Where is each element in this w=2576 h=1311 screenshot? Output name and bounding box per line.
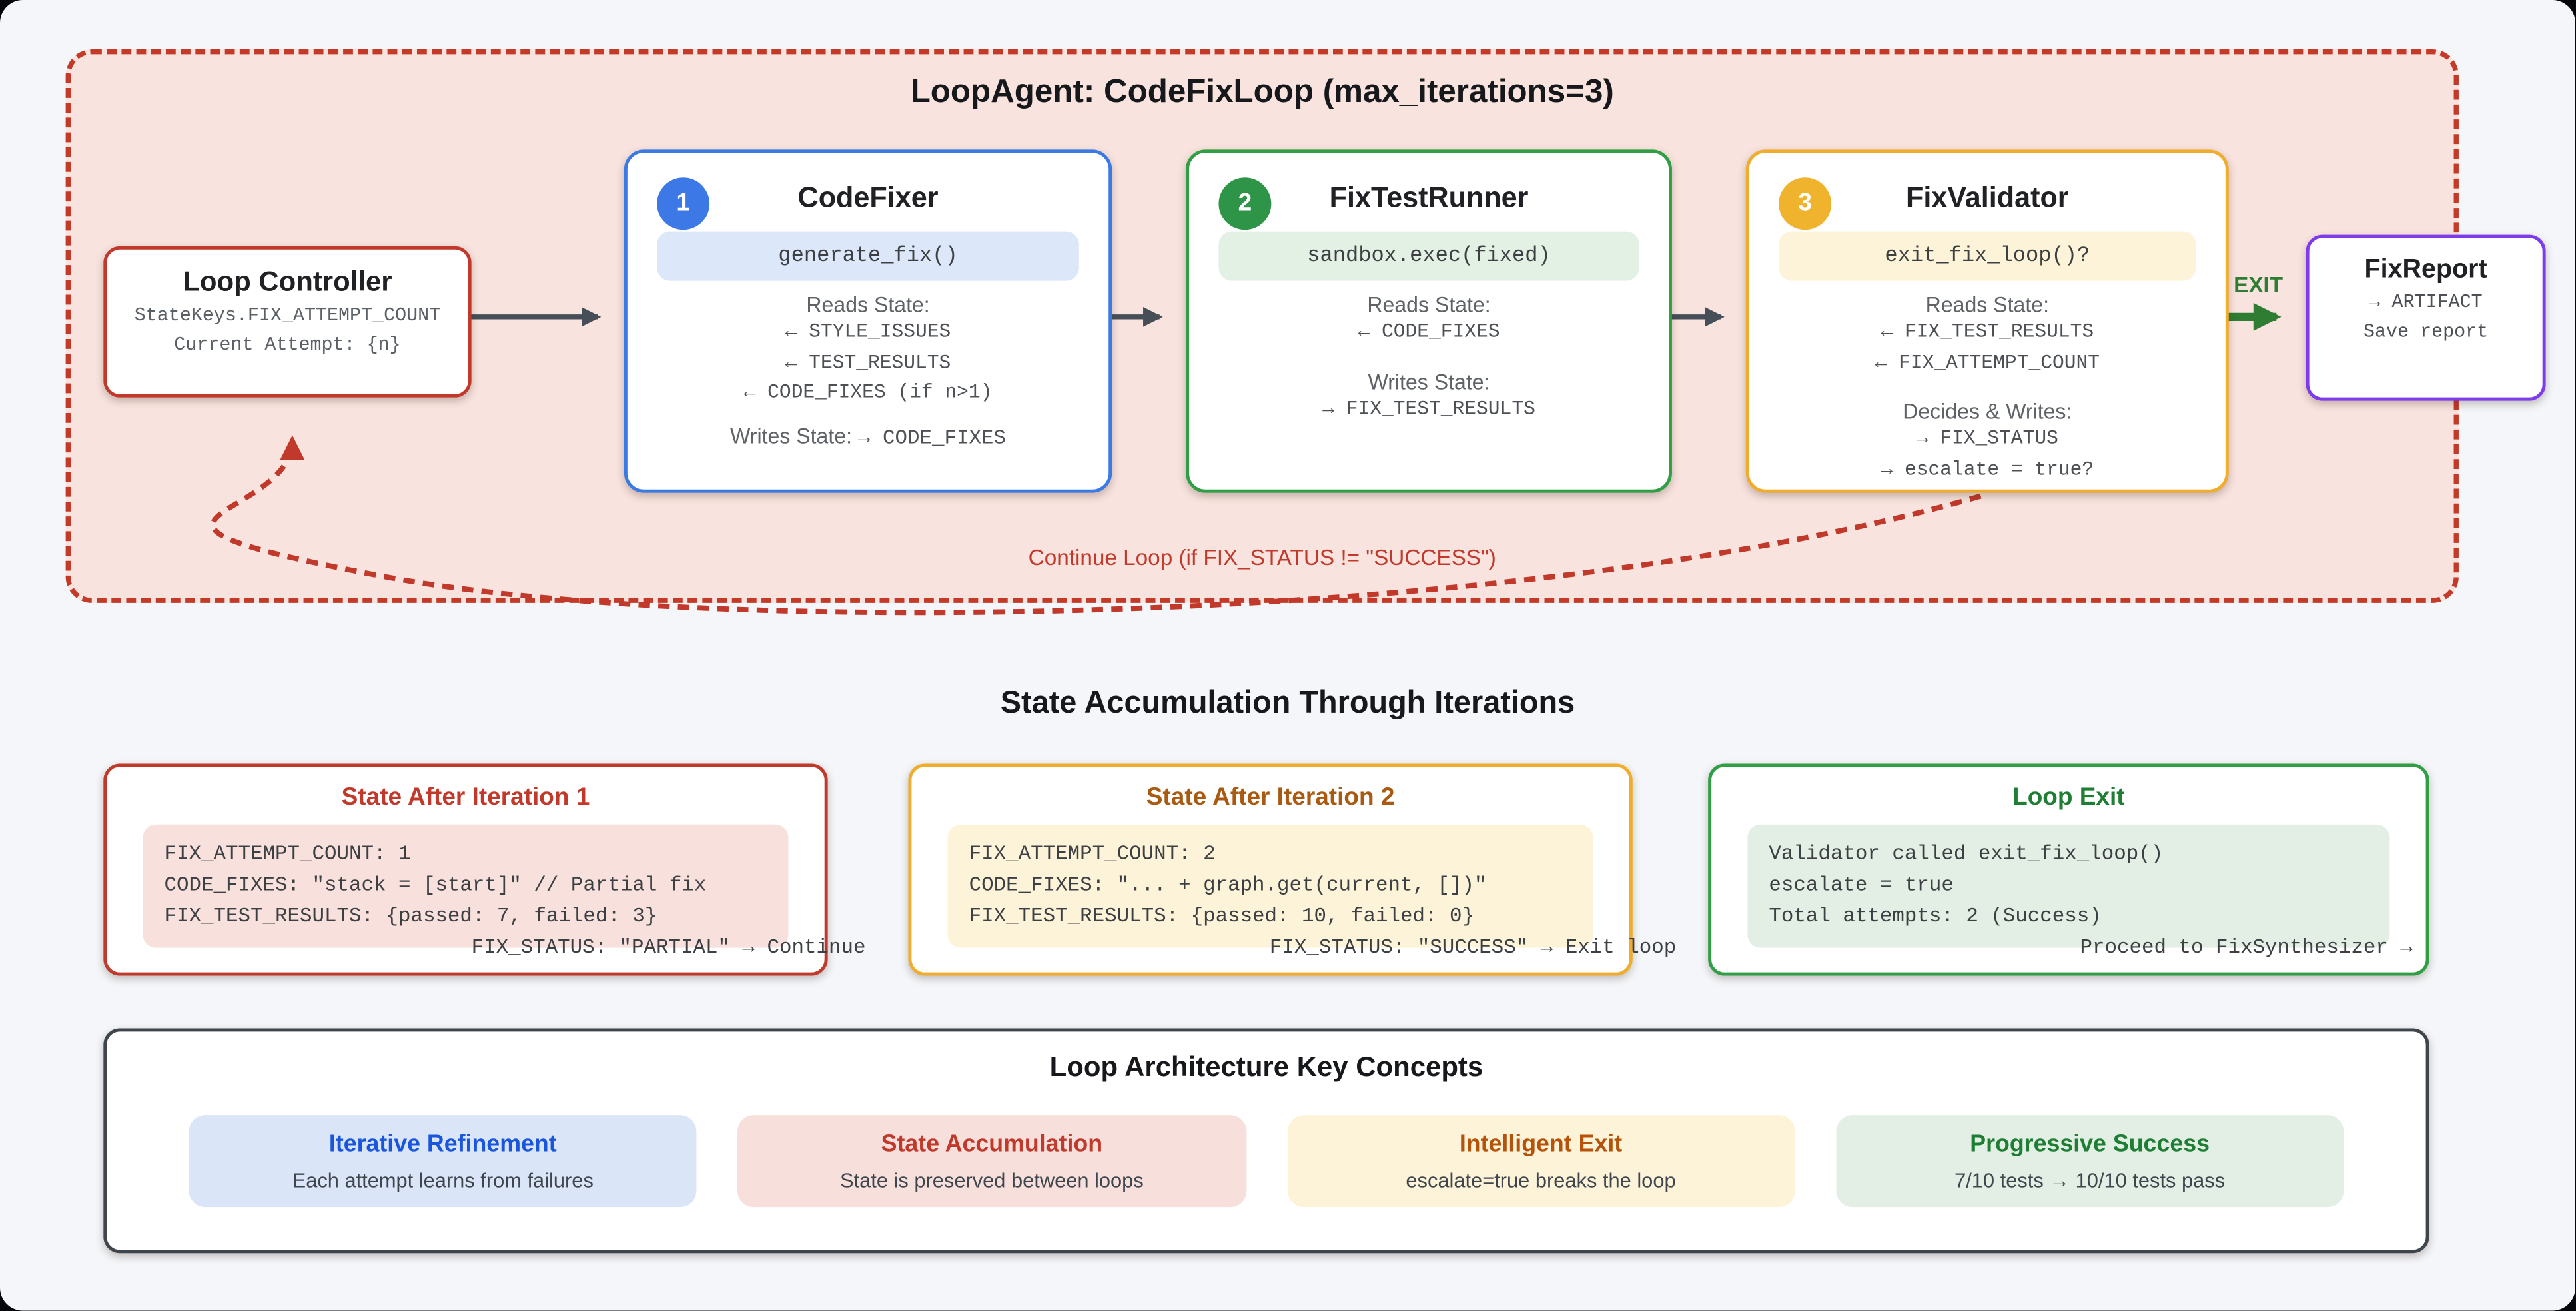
fixtestrunner-box: 2 FixTestRunner sandbox.exec(fixed) Read… bbox=[1186, 149, 1672, 493]
state-line: escalate = true bbox=[1769, 873, 1954, 897]
concept-subtitle: escalate=true breaks the loop bbox=[1406, 1169, 1676, 1192]
loop-controller-title: Loop Controller bbox=[183, 266, 392, 298]
proceed-line: Proceed to FixSynthesizer → bbox=[2080, 936, 2413, 959]
loop-title: LoopAgent: CodeFixLoop (max_iterations=3… bbox=[910, 73, 1614, 111]
codefixer-title: CodeFixer bbox=[797, 181, 939, 214]
loop-controller-box: Loop Controller StateKeys.FIX_ATTEMPT_CO… bbox=[103, 246, 472, 398]
state-line: Total attempts: 2 (Success) bbox=[1769, 905, 2102, 929]
concept-state-accumulation: State Accumulation State is preserved be… bbox=[737, 1115, 1246, 1208]
fixreport-artifact: → ARTIFACT bbox=[2369, 292, 2483, 314]
state-code-block: Validator called exit_fix_loop() escalat… bbox=[1747, 824, 2390, 948]
state-box-title: State After Iteration 1 bbox=[341, 783, 590, 811]
key-concepts-row: Iterative Refinement Each attempt learns… bbox=[189, 1115, 2344, 1208]
loop-controller-attempt: Current Attempt: {n} bbox=[174, 334, 401, 357]
fixreport-save: Save report bbox=[2363, 322, 2489, 344]
concept-title: Progressive Success bbox=[1970, 1131, 2210, 1158]
writes-item: → FIX_TEST_RESULTS bbox=[1322, 396, 1535, 420]
concept-title: Intelligent Exit bbox=[1459, 1131, 1623, 1158]
concept-progressive-success: Progressive Success 7/10 tests → 10/10 t… bbox=[1835, 1115, 2344, 1208]
writes-item: → FIX_STATUS bbox=[1916, 427, 2058, 450]
reads-item: ← STYLE_ISSUES bbox=[785, 320, 951, 344]
reads-item: ← FIX_TEST_RESULTS bbox=[1881, 320, 2094, 344]
concept-subtitle: State is preserved between loops bbox=[840, 1169, 1144, 1192]
state-iteration-2-box: State After Iteration 2 FIX_ATTEMPT_COUN… bbox=[908, 763, 1676, 976]
state-line: FIX_TEST_RESULTS: {passed: 7, failed: 3} bbox=[164, 905, 657, 929]
state-status-line: FIX_STATUS: "PARTIAL" → Continue bbox=[471, 936, 866, 959]
step-badge-2: 2 bbox=[1218, 177, 1272, 230]
key-concepts-panel: Loop Architecture Key Concepts Iterative… bbox=[103, 1028, 2429, 1254]
writes-state-line: Writes State: → CODE_FIXES bbox=[628, 423, 1108, 449]
state-section-heading: State Accumulation Through Iterations bbox=[1000, 686, 1575, 721]
fixreport-title: FixReport bbox=[2364, 256, 2487, 284]
state-box-title: Loop Exit bbox=[2012, 783, 2125, 811]
code-pill: exit_fix_loop()? bbox=[1779, 231, 2196, 281]
continue-loop-label: Continue Loop (if FIX_STATUS != "SUCCESS… bbox=[1028, 545, 1496, 570]
state-line: CODE_FIXES: "... + graph.get(current, []… bbox=[969, 873, 1487, 897]
step-badge-1: 1 bbox=[657, 177, 710, 230]
fixreport-box: FixReport → ARTIFACT Save report bbox=[2306, 234, 2546, 401]
reads-item: ← FIX_ATTEMPT_COUNT bbox=[1875, 350, 2100, 374]
loop-controller-statekey: StateKeys.FIX_ATTEMPT_COUNT bbox=[134, 305, 441, 327]
reads-item: ← CODE_FIXES bbox=[1358, 320, 1500, 344]
state-line: FIX_ATTEMPT_COUNT: 1 bbox=[164, 842, 411, 866]
step-badge-3: 3 bbox=[1779, 177, 1832, 230]
concept-intelligent-exit: Intelligent Exit escalate=true breaks th… bbox=[1286, 1115, 1795, 1208]
fixvalidator-box: 3 FixValidator exit_fix_loop()? Reads St… bbox=[1745, 149, 2229, 493]
reads-state-label: Reads State: bbox=[1925, 292, 2049, 317]
concept-subtitle: Each attempt learns from failures bbox=[292, 1169, 594, 1192]
state-line: CODE_FIXES: "stack = [start]" // Partial… bbox=[164, 873, 707, 897]
writes-item-escalate: → escalate = true? bbox=[1881, 457, 2094, 481]
reads-item: ← TEST_RESULTS bbox=[785, 350, 951, 374]
state-line: Validator called exit_fix_loop() bbox=[1769, 842, 2164, 866]
fixtestrunner-title: FixTestRunner bbox=[1329, 181, 1529, 214]
concept-iterative-refinement: Iterative Refinement Each attempt learns… bbox=[189, 1115, 697, 1208]
state-iteration-1-box: State After Iteration 1 FIX_ATTEMPT_COUN… bbox=[103, 763, 865, 976]
state-code-block: FIX_ATTEMPT_COUNT: 1 CODE_FIXES: "stack … bbox=[143, 824, 789, 948]
concept-title: Iterative Refinement bbox=[328, 1131, 557, 1158]
state-line: FIX_TEST_RESULTS: {passed: 10, failed: 0… bbox=[969, 905, 1474, 929]
writes-state-label: Writes State: bbox=[1368, 368, 1490, 394]
state-line: FIX_ATTEMPT_COUNT: 2 bbox=[969, 842, 1216, 866]
state-box-title: State After Iteration 2 bbox=[1146, 783, 1395, 811]
reads-item: ← CODE_FIXES (if n>1) bbox=[743, 381, 993, 404]
code-pill: generate_fix() bbox=[657, 231, 1079, 281]
state-code-block: FIX_ATTEMPT_COUNT: 2 CODE_FIXES: "... + … bbox=[947, 824, 1593, 948]
key-concepts-title: Loop Architecture Key Concepts bbox=[1049, 1051, 1484, 1083]
fixvalidator-title: FixValidator bbox=[1906, 181, 2069, 214]
writes-item: → CODE_FIXES bbox=[857, 426, 1006, 450]
concept-title: State Accumulation bbox=[881, 1131, 1103, 1158]
codefixer-box: 1 CodeFixer generate_fix() Reads State: … bbox=[624, 149, 1112, 493]
exit-label: EXIT bbox=[2234, 272, 2284, 298]
writes-state-label: Writes State: bbox=[730, 422, 853, 448]
loop-exit-box: Loop Exit Validator called exit_fix_loop… bbox=[1708, 763, 2429, 976]
state-status-line: FIX_STATUS: "SUCCESS" → Exit loop bbox=[1269, 936, 1677, 959]
reads-state-label: Reads State: bbox=[1367, 292, 1491, 317]
concept-subtitle: 7/10 tests → 10/10 tests pass bbox=[1954, 1169, 2226, 1192]
decides-writes-label: Decides & Writes: bbox=[1903, 399, 2072, 424]
reads-state-label: Reads State: bbox=[806, 292, 930, 317]
code-pill: sandbox.exec(fixed) bbox=[1218, 231, 1639, 281]
